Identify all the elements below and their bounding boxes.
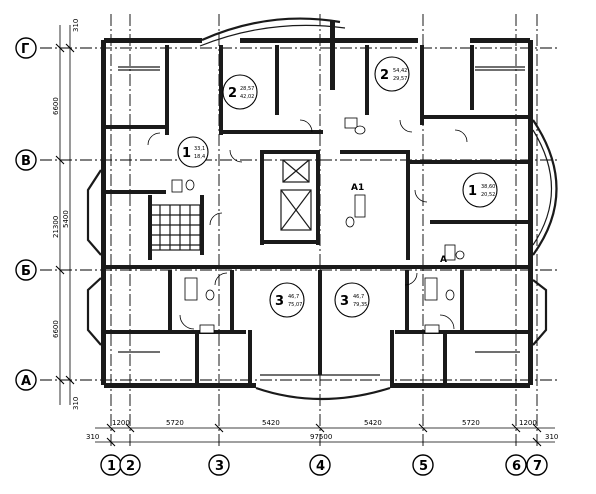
dim-segment: 5420: [262, 419, 280, 427]
apartment-total-area: 79,35: [353, 302, 367, 308]
apartment-rooms: 2: [380, 68, 389, 83]
apartment-total-area: 42,02: [240, 94, 254, 100]
apartment-rooms: 2: [228, 86, 237, 101]
apartment-rooms: 1: [468, 184, 477, 199]
svg-text:1: 1: [107, 459, 116, 474]
axis-lines: [40, 14, 560, 448]
axis-bubble-row-g: Г: [15, 37, 37, 59]
dim-segment: 5720: [166, 419, 184, 427]
axis-bubble-col-1: 1: [100, 454, 122, 476]
svg-text:4: 4: [316, 459, 325, 474]
dim-offset-right: 310: [545, 433, 558, 441]
axis-bubble-col-3: 3: [208, 454, 230, 476]
axis-bubble-col-4: 4: [309, 454, 331, 476]
apartment-rooms: 3: [275, 294, 284, 309]
apartment-marker-6: 3 46,7 79,35: [334, 282, 370, 318]
apartment-marker-4: 1 38,60 20,52: [462, 172, 498, 208]
axis-bubble-col-6: 6: [505, 454, 527, 476]
apartment-marker-2: 2 54,42 29,57: [374, 56, 410, 92]
lift-shaft: [280, 159, 312, 231]
dim-segment: 6600: [52, 320, 60, 338]
dim-segment: 5720: [462, 419, 480, 427]
apartment-living-area: 38,60: [481, 184, 495, 190]
apartment-living-area: 46,7: [288, 294, 299, 300]
apartment-rooms: 1: [182, 146, 191, 161]
bathroom-fixtures: [171, 117, 465, 334]
apartment-living-area: 28,57: [240, 86, 254, 92]
axis-bubble-col-7: 7: [526, 454, 548, 476]
windows: [118, 66, 525, 353]
dim-offset-bottom: 310: [72, 397, 80, 410]
apartment-total-area: 20,52: [481, 192, 495, 198]
dim-offset-top: 310: [72, 19, 80, 32]
axis-bubble-row-a: А: [15, 369, 37, 391]
staircase: [149, 204, 201, 251]
apartment-marker-5: 3 46,7 75,07: [269, 282, 305, 318]
dim-segment: 5420: [364, 419, 382, 427]
dim-segment: 1200: [112, 419, 130, 427]
apartment-marker-1: 2 28,57 42,02: [222, 74, 258, 110]
apartment-total-area: 18,4: [194, 154, 205, 160]
apartment-marker-3: 1 33,1 18,4: [177, 136, 209, 168]
stair-mark: A: [440, 255, 447, 265]
axis-bubble-row-v: В: [15, 149, 37, 171]
svg-text:Б: Б: [21, 264, 31, 279]
bottom-dimensions: 1200 5720 5420 5420 5720 1200 97500 310 …: [86, 419, 558, 447]
dim-total: 21300: [52, 216, 60, 238]
svg-text:В: В: [21, 154, 31, 169]
svg-text:2: 2: [126, 459, 135, 474]
dim-segment: 1200: [519, 419, 537, 427]
left-dimensions: 6600 5400 6600 21300 310 310: [52, 19, 80, 410]
svg-text:6: 6: [512, 459, 521, 474]
svg-text:5: 5: [419, 459, 428, 474]
outer-walls: [86, 17, 558, 401]
svg-text:3: 3: [215, 459, 224, 474]
apartment-living-area: 46,7: [353, 294, 364, 300]
dim-segment: 5400: [62, 210, 70, 228]
axis-bubble-col-2: 2: [119, 454, 141, 476]
apartment-living-area: 54,42: [393, 68, 407, 74]
lift-mark: A1: [351, 183, 364, 193]
dim-segment: 6600: [52, 97, 60, 115]
apartment-total-area: 29,57: [393, 76, 407, 82]
svg-text:7: 7: [533, 459, 542, 474]
dim-offset-left: 310: [86, 433, 99, 441]
doors: [147, 119, 468, 330]
svg-text:А: А: [21, 374, 31, 389]
axis-bubble-col-5: 5: [412, 454, 434, 476]
axis-bubble-row-b: Б: [15, 259, 37, 281]
dim-total: 97500: [310, 433, 332, 441]
apartment-rooms: 3: [340, 294, 349, 309]
svg-text:Г: Г: [21, 42, 29, 57]
apartment-living-area: 33,1: [194, 146, 205, 152]
apartment-total-area: 75,07: [288, 302, 302, 308]
